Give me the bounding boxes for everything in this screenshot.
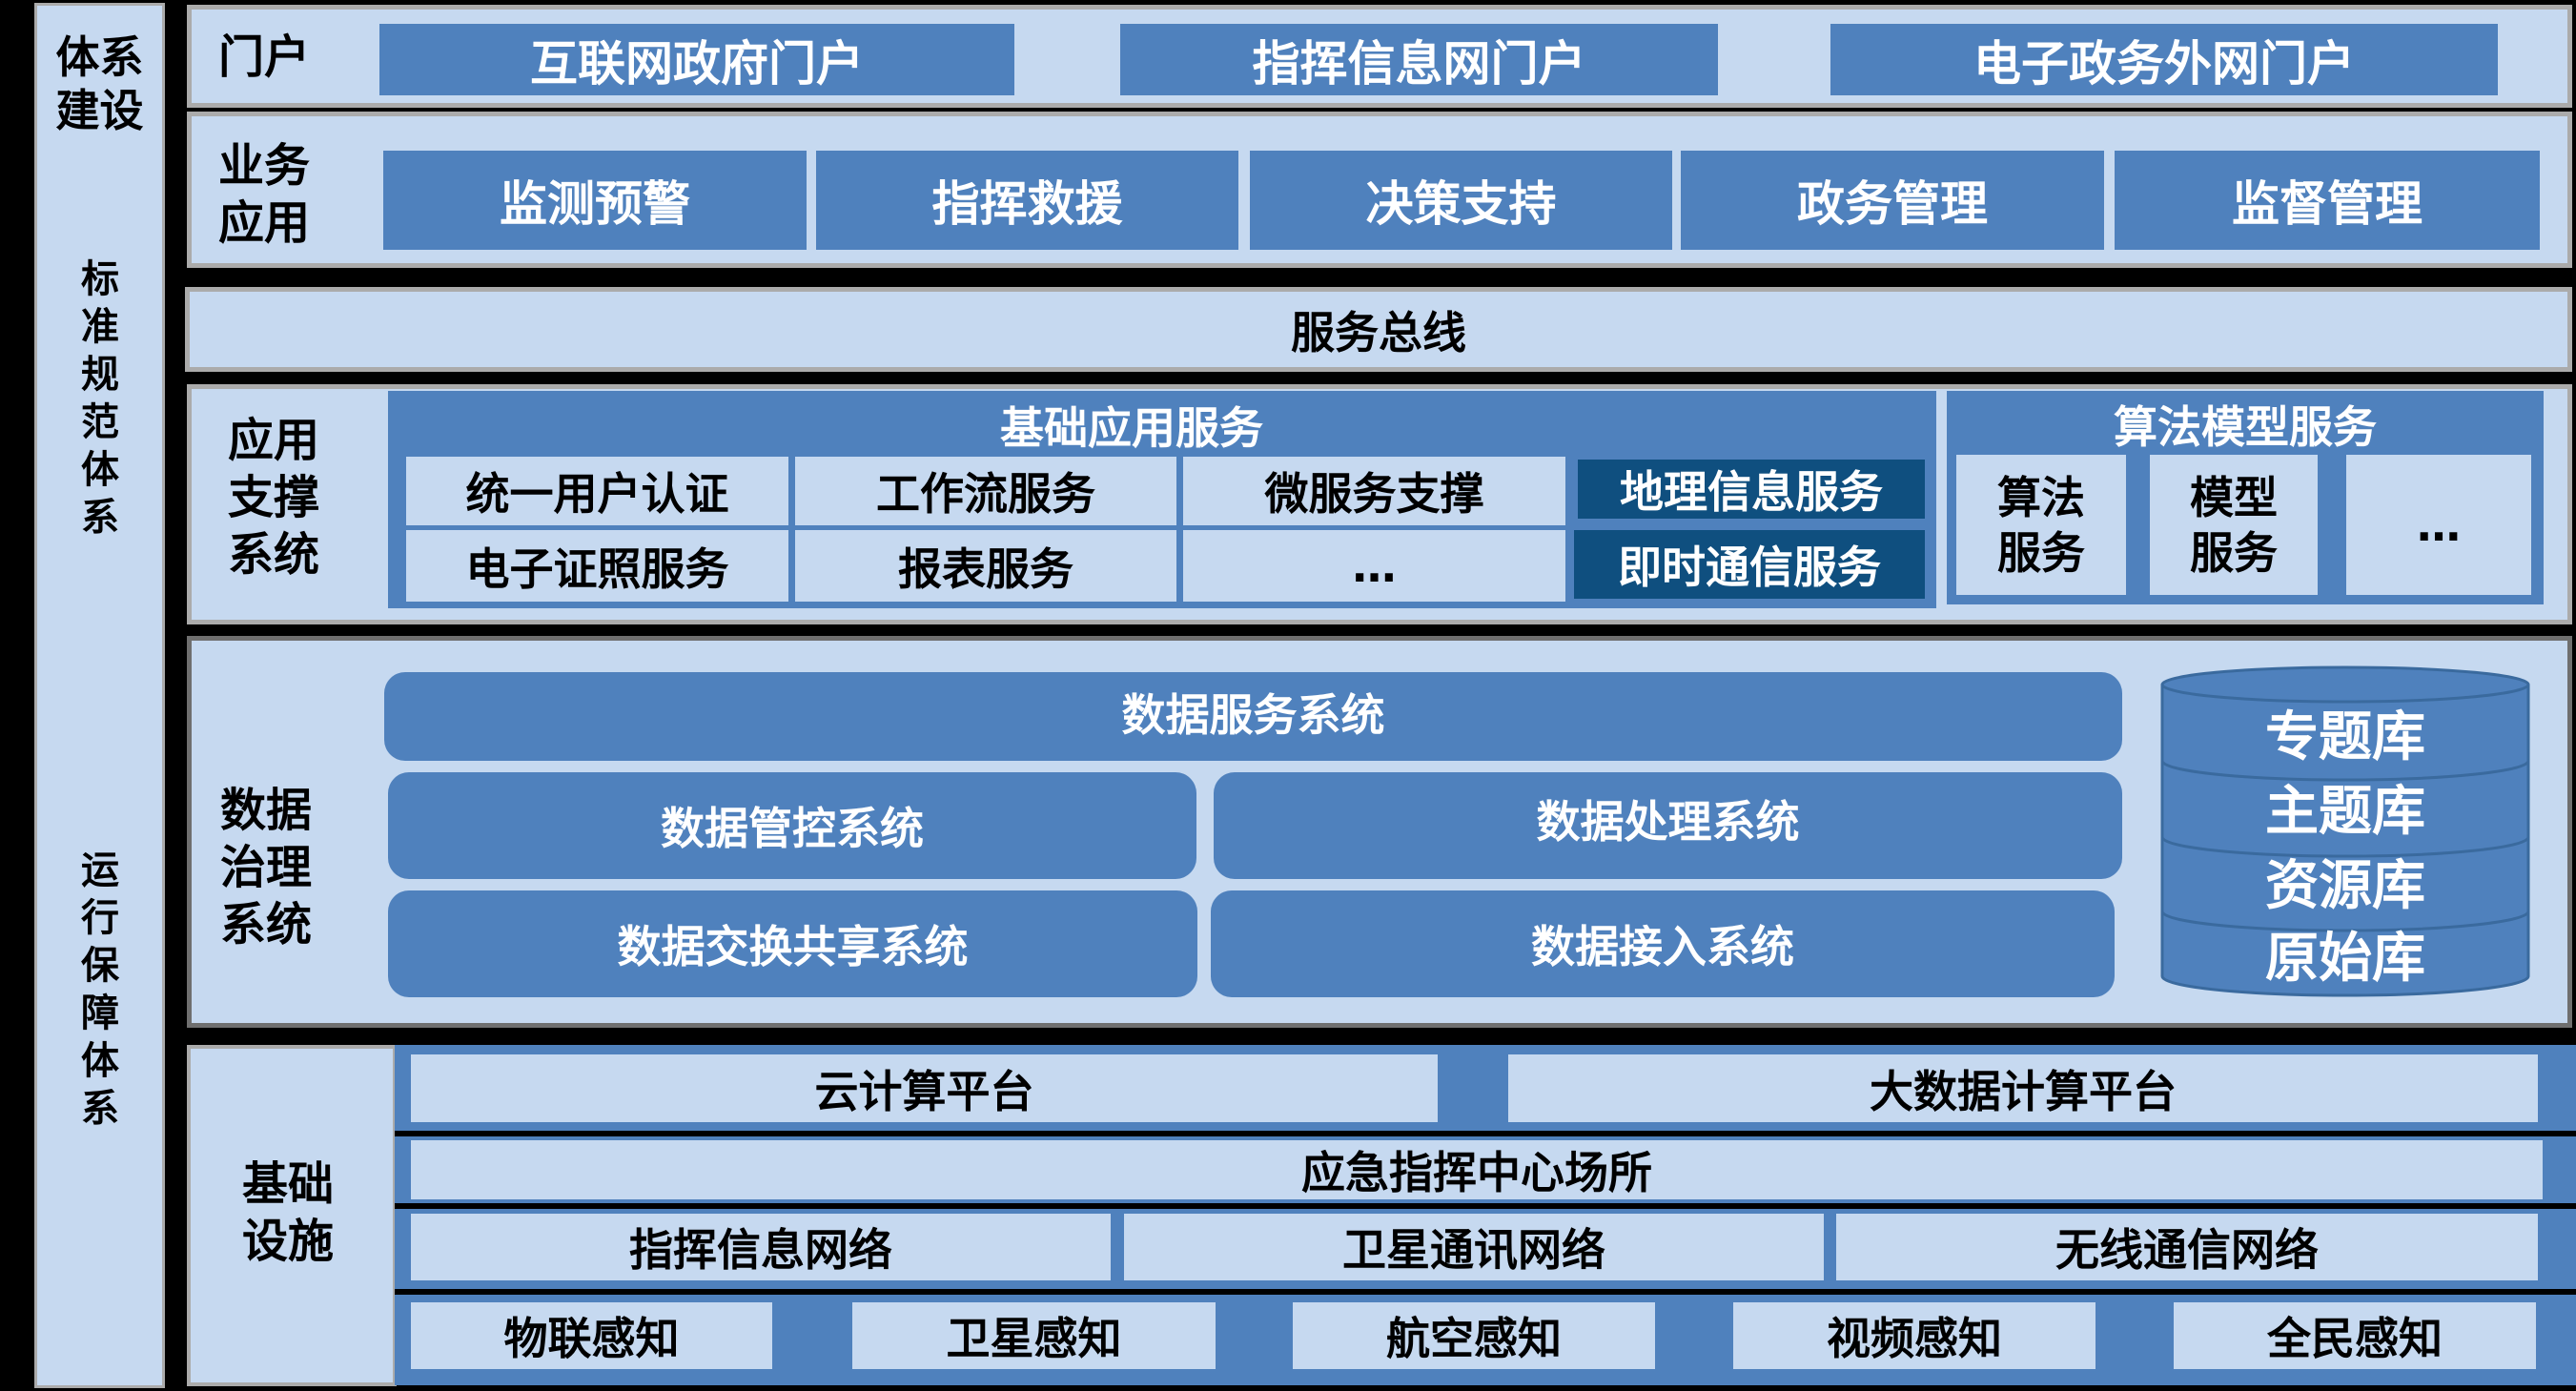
algorithm-model-services-title: 算法模型服务 [2114,401,2377,453]
db-subject[interactable]: 主题库 [2265,781,2425,843]
db-resource[interactable]: 资源库 [2265,855,2425,917]
app-support-label: 应用 支撑 系统 [228,414,320,582]
infra-divider [395,1131,2576,1136]
service-e-license[interactable]: 电子证照服务 [406,530,788,602]
service-geo-info[interactable]: 地理信息服务 [1578,460,1925,519]
algorithm-service[interactable]: 算法 服务 [1956,455,2126,595]
satellite-sensing[interactable]: 卫星感知 [852,1302,1216,1369]
video-sensing[interactable]: 视频感知 [1733,1302,2096,1369]
satellite-comm-network[interactable]: 卫星通讯网络 [1124,1214,1824,1280]
iot-sensing[interactable]: 物联感知 [411,1302,772,1369]
sidebar-system-column: 体系 建设 标准规范体系 运行保障体系 [34,3,165,1388]
infra-divider [395,1203,2576,1209]
service-report[interactable]: 报表服务 [795,530,1176,602]
db-special-topic[interactable]: 专题库 [2265,706,2425,768]
big-data-computing-platform[interactable]: 大数据计算平台 [1508,1054,2538,1122]
business-decision-support[interactable]: 决策支持 [1250,151,1672,250]
business-command-rescue[interactable]: 指挥救援 [816,151,1238,250]
data-exchange-sharing-system[interactable]: 数据交换共享系统 [388,890,1197,997]
command-info-network[interactable]: 指挥信息网络 [411,1214,1111,1280]
data-governance-label: 数据 治理 系统 [220,784,313,951]
sidebar-title: 体系 建设 [55,31,144,136]
emergency-command-center[interactable]: 应急指挥中心场所 [411,1140,2543,1199]
service-more[interactable]: … [1183,530,1565,602]
infrastructure-label-panel: 基础 设施 [187,1045,397,1386]
business-label: 业务 应用 [218,139,311,250]
db-raw[interactable]: 原始库 [2265,928,2425,990]
data-ingest-system[interactable]: 数据接入系统 [1211,890,2115,997]
business-supervision[interactable]: 监督管理 [2115,151,2540,250]
portal-command-info[interactable]: 指挥信息网门户 [1120,24,1718,95]
public-sensing[interactable]: 全民感知 [2174,1302,2536,1369]
portal-egov-extranet[interactable]: 电子政务外网门户 [1830,24,2498,95]
database-cylinder: 专题库 主题库 资源库 原始库 [2160,665,2530,997]
basic-app-services-title: 基础应用服务 [1000,402,1263,454]
business-gov-management[interactable]: 政务管理 [1681,151,2104,250]
service-workflow[interactable]: 工作流服务 [795,457,1176,525]
aerial-sensing[interactable]: 航空感知 [1293,1302,1655,1369]
cloud-computing-platform[interactable]: 云计算平台 [411,1054,1438,1122]
sidebar-operations-label: 运行保障体系 [81,849,119,1131]
business-monitoring-warning[interactable]: 监测预警 [383,151,807,250]
model-service[interactable]: 模型 服务 [2150,455,2318,595]
data-control-system[interactable]: 数据管控系统 [388,772,1196,879]
algorithm-more[interactable]: … [2346,455,2531,595]
data-service-system[interactable]: 数据服务系统 [384,672,2122,761]
portal-internet-gov[interactable]: 互联网政府门户 [379,24,1014,95]
sidebar-standards-label: 标准规范体系 [81,257,119,540]
portal-label: 门户 [218,31,311,84]
wireless-comm-network[interactable]: 无线通信网络 [1836,1214,2538,1280]
data-processing-system[interactable]: 数据处理系统 [1214,772,2122,879]
infra-divider [395,1289,2576,1295]
service-bus[interactable]: 服务总线 [185,287,2572,372]
service-instant-messaging[interactable]: 即时通信服务 [1574,530,1925,599]
service-unified-auth[interactable]: 统一用户认证 [406,457,788,525]
service-microservice[interactable]: 微服务支撑 [1183,457,1565,525]
infrastructure-label: 基础 设施 [242,1157,335,1268]
database-icon [2160,665,2530,997]
